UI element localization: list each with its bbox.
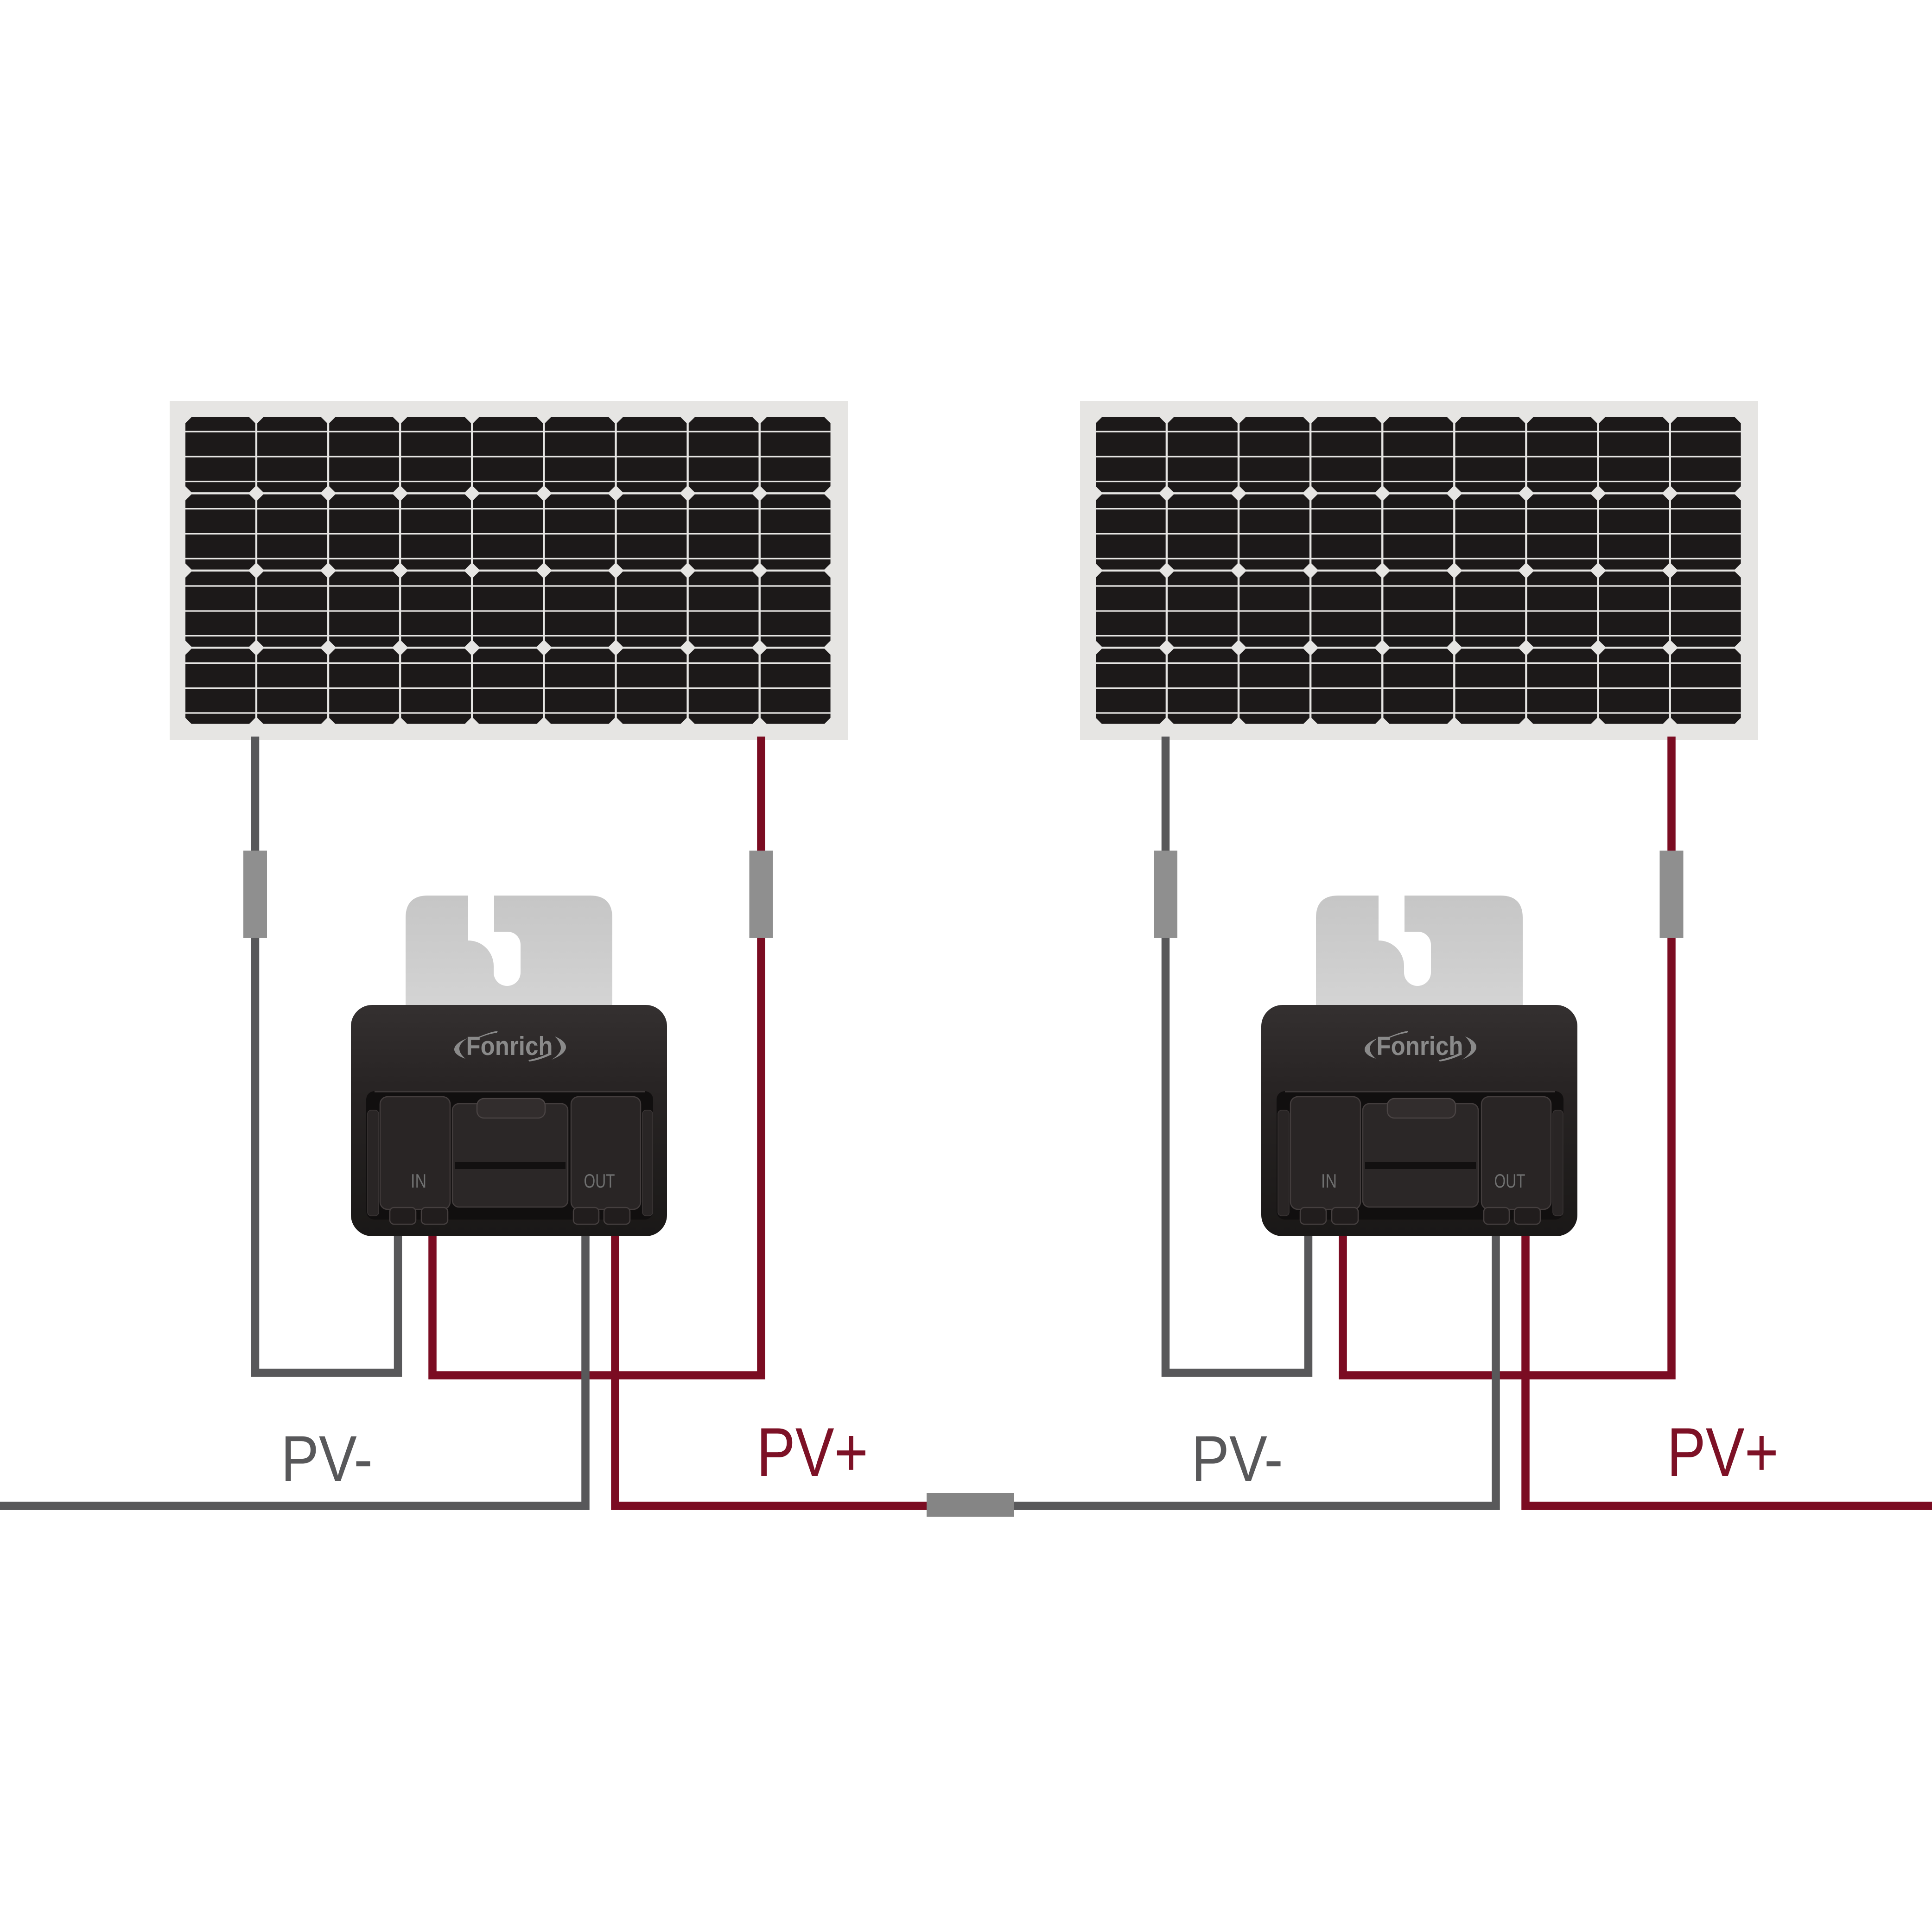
svg-text:PV+: PV+ <box>756 1413 868 1491</box>
svg-text:PV-: PV- <box>281 1422 373 1495</box>
svg-text:PV-: PV- <box>1191 1422 1283 1495</box>
svg-text:PV+: PV+ <box>1667 1413 1779 1491</box>
